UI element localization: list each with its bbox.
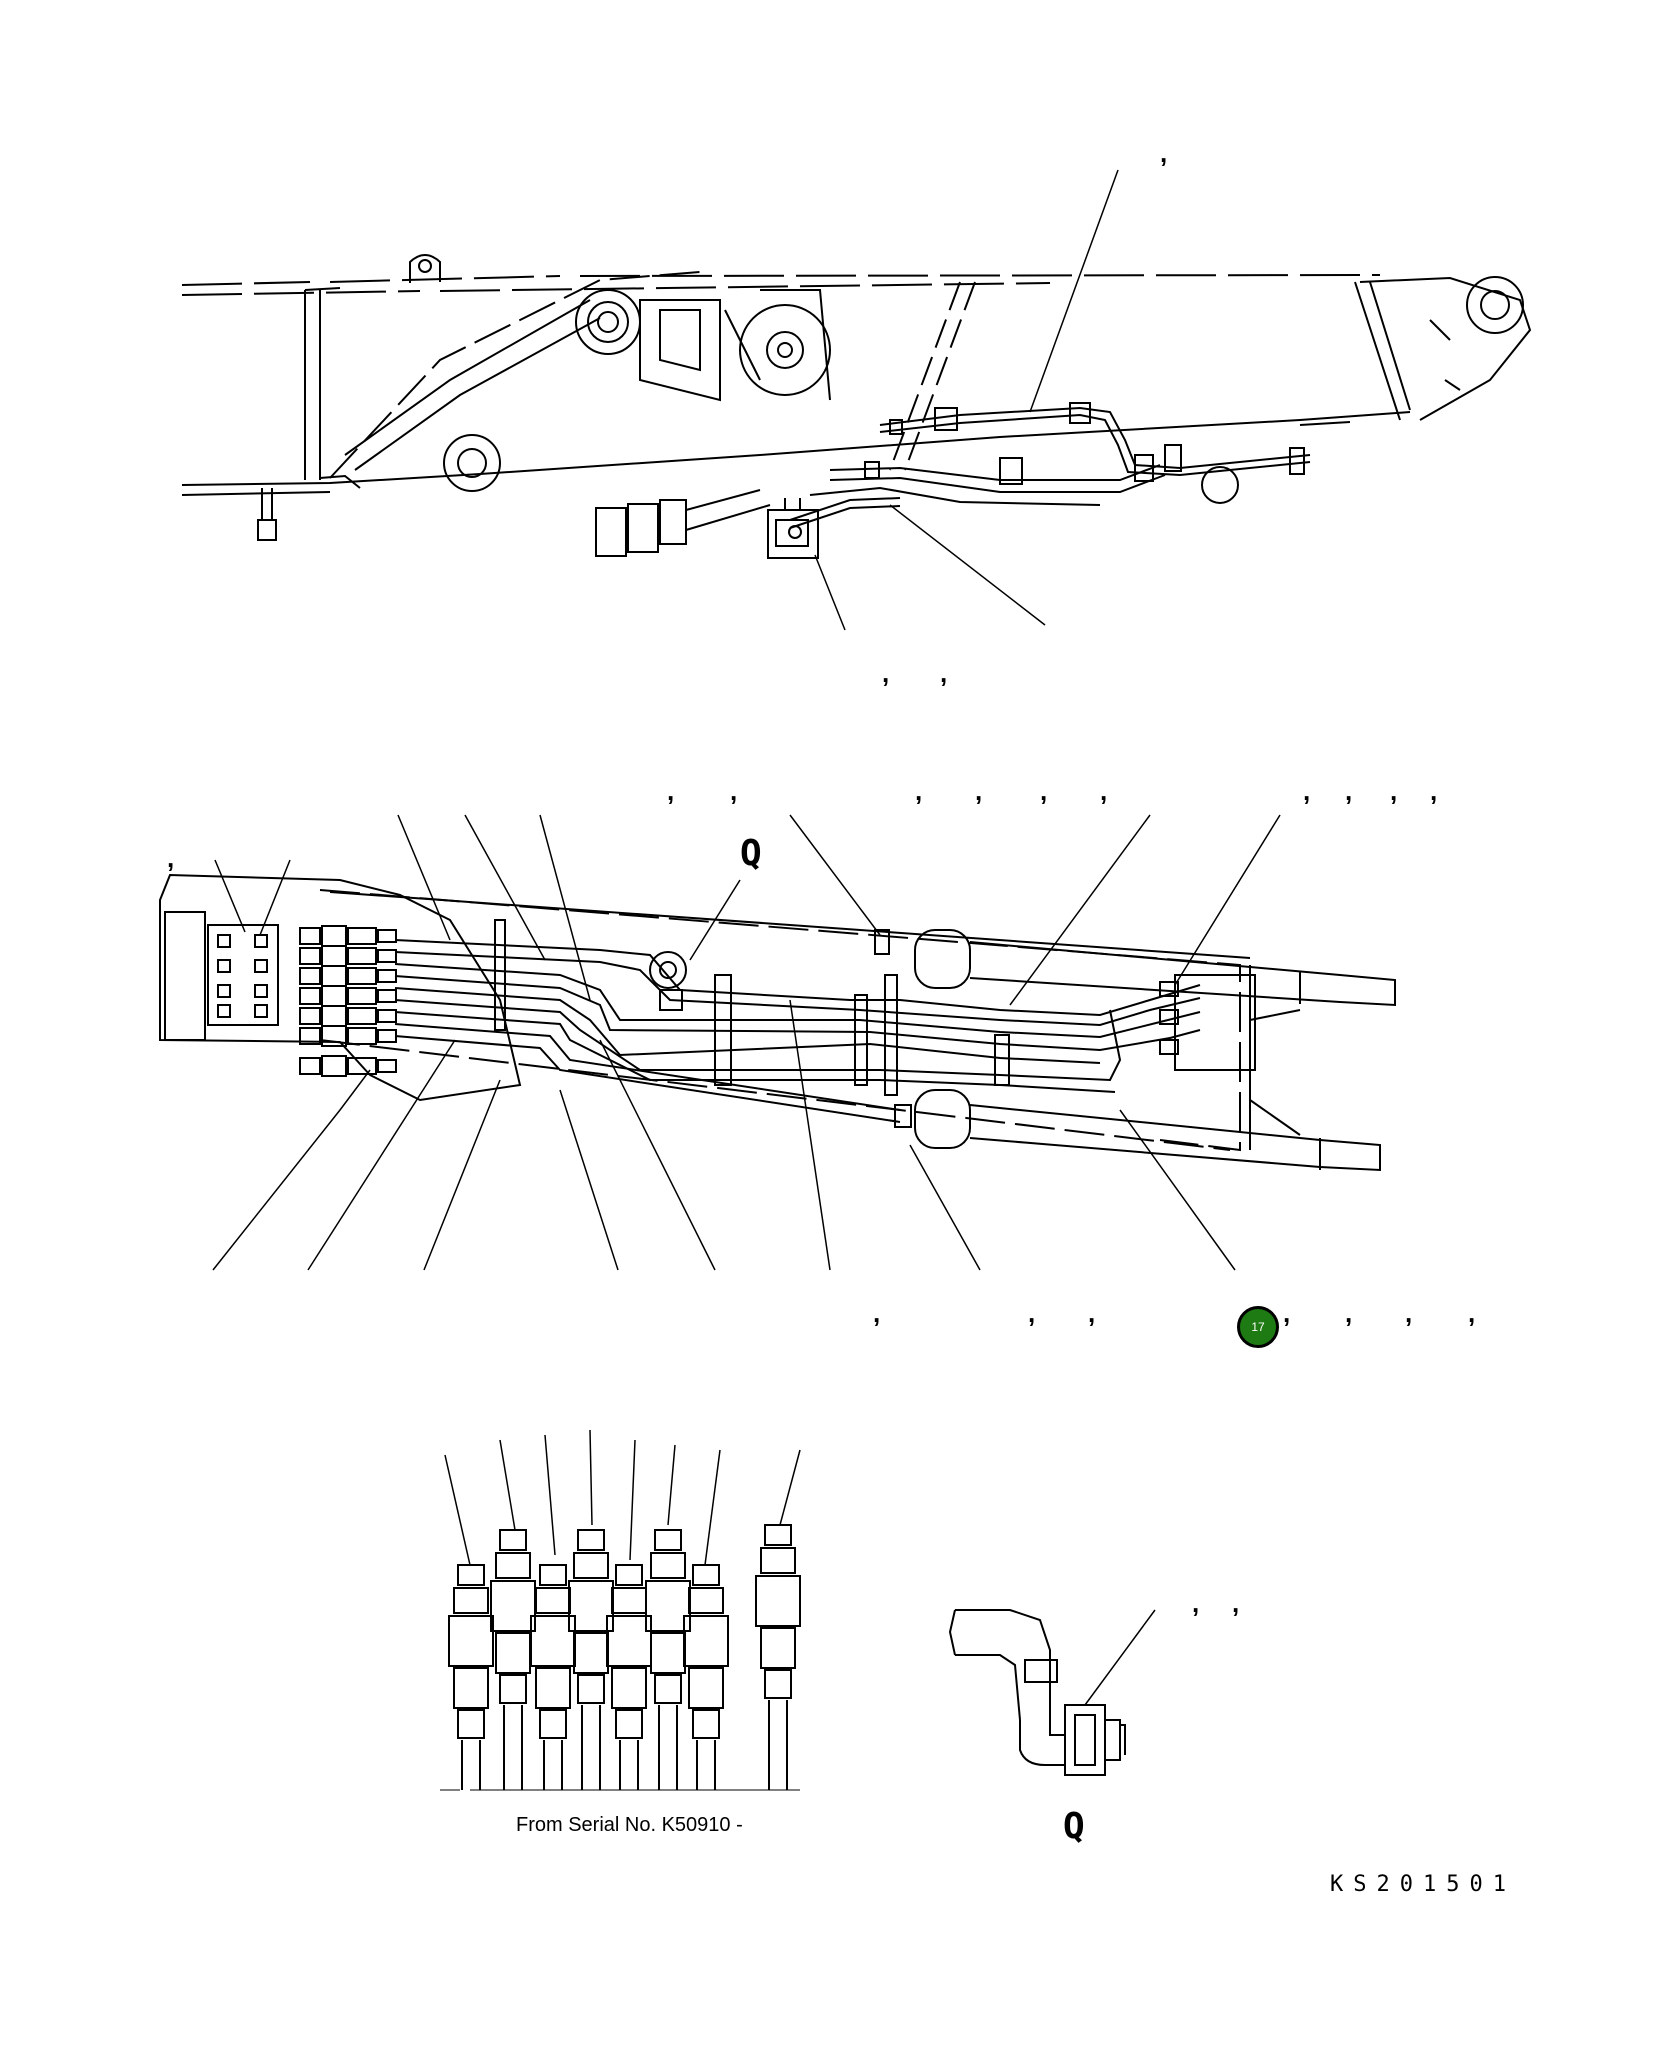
coupler-columns	[448, 1524, 801, 1790]
detail-view-label: Q	[1063, 1806, 1085, 1847]
boom-side-view	[181, 169, 1532, 631]
callout-separator: ,	[1430, 776, 1438, 806]
section-view-label: Q	[740, 833, 762, 874]
callout-separator: ,	[1345, 1298, 1353, 1328]
callout-separator: ,	[1040, 776, 1048, 806]
coupler-array	[299, 925, 397, 1077]
callout-badge-selected[interactable]: 17	[1237, 1306, 1279, 1348]
serial-number-note: From Serial No. K50910 -	[516, 1814, 743, 1836]
callout-separator: ,	[1390, 776, 1398, 806]
callout-separator: ,	[1100, 776, 1108, 806]
callout-separator: ,	[1232, 1588, 1240, 1618]
coupler-detail-view	[440, 1429, 801, 1791]
hose-routing-plan-view	[159, 814, 1396, 1271]
callout-separator: ,	[1468, 1298, 1476, 1328]
callout-separator: ,	[167, 843, 175, 873]
callout-separator: ,	[915, 776, 923, 806]
callout-separator: ,	[1192, 1588, 1200, 1618]
callout-separator: ,	[873, 1298, 881, 1328]
callout-separator: ,	[882, 658, 890, 688]
callout-separator: ,	[1345, 776, 1353, 806]
callout-separator: ,	[975, 776, 983, 806]
callout-separator: ,	[667, 776, 675, 806]
q-detail-view	[948, 1609, 1156, 1776]
callout-separator: ,	[940, 658, 948, 688]
callout-separator: ,	[1028, 1298, 1036, 1328]
callout-separator: ,	[1283, 1298, 1291, 1328]
callout-separator: ,	[1303, 776, 1311, 806]
document-code: KS201501	[1330, 1872, 1516, 1897]
callout-separator: ,	[730, 776, 738, 806]
callout-separator: ,	[1160, 138, 1168, 168]
callout-separator: ,	[1405, 1298, 1413, 1328]
callout-separator: ,	[1088, 1298, 1096, 1328]
